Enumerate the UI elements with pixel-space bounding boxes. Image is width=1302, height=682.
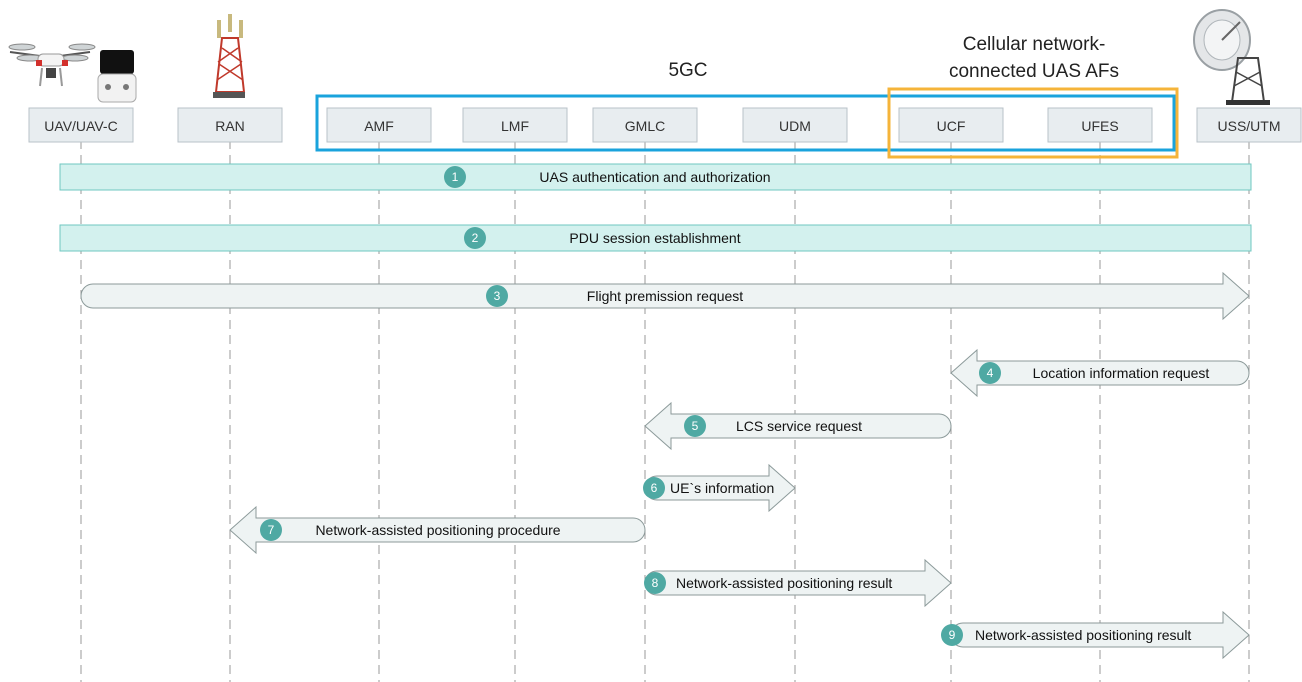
step-1: 1 UAS authentication and authorization	[59, 163, 1252, 191]
entity-ran: RAN	[177, 107, 283, 143]
entity-box-amf	[326, 107, 432, 143]
step-2: 2 PDU session establishment	[59, 224, 1252, 252]
entity-amf: AMF	[326, 107, 432, 143]
step-number-badge	[644, 572, 666, 594]
step-number-badge	[684, 415, 706, 437]
step-number: 1	[452, 170, 459, 184]
step-9: 9 Network-assisted positioning result	[941, 610, 1250, 660]
step-label: PDU session establishment	[569, 230, 740, 246]
entity-label-ran: RAN	[215, 118, 245, 134]
step-number: 4	[987, 366, 994, 380]
message-arrow-3	[80, 271, 1250, 321]
step-number-badge	[979, 362, 1001, 384]
entity-box-lmf	[462, 107, 568, 143]
step-number: 2	[472, 231, 479, 245]
step-number-badge	[941, 624, 963, 646]
step-label: Network-assisted positioning procedure	[315, 522, 560, 538]
entity-label-ufes: UFES	[1081, 118, 1118, 134]
step-number: 8	[652, 576, 659, 590]
entity-uss: USS/UTM	[1196, 107, 1302, 143]
step-label: Network-assisted positioning result	[975, 627, 1191, 643]
step-number: 3	[494, 289, 501, 303]
step-number-badge	[486, 285, 508, 307]
step-label: Network-assisted positioning result	[676, 575, 892, 591]
entity-label-amf: AMF	[364, 118, 394, 134]
entity-box-uav	[28, 107, 134, 143]
step-4: 4 Location information request	[950, 348, 1250, 398]
step-5: 5 LCS service request	[644, 401, 952, 451]
message-arrow-5	[644, 401, 952, 451]
entity-label-lmf: LMF	[501, 118, 529, 134]
step-number-badge	[643, 477, 665, 499]
step-label: UE`s information	[670, 480, 774, 496]
step-label: Location information request	[1033, 365, 1210, 381]
step-number: 5	[692, 419, 699, 433]
step-label: UAS authentication and authorization	[539, 169, 770, 185]
drone-icon	[8, 43, 137, 103]
entity-label-gmlc: GMLC	[625, 118, 665, 134]
entity-box-udm	[742, 107, 848, 143]
cell-tower-icon	[213, 14, 246, 98]
satellite-dish-icon	[1193, 9, 1270, 105]
entity-lmf: LMF	[462, 107, 568, 143]
step-number-badge	[464, 227, 486, 249]
entity-gmlc: GMLC	[592, 107, 698, 143]
entity-label-uss: USS/UTM	[1218, 118, 1281, 134]
entity-udm: UDM	[742, 107, 848, 143]
step-label: LCS service request	[736, 418, 862, 434]
entity-box-ufes	[1047, 107, 1153, 143]
core-network-frame	[315, 94, 1176, 152]
step-3: 3 Flight premission request	[80, 271, 1250, 321]
entity-box-uss	[1196, 107, 1302, 143]
message-arrow-4	[950, 348, 1250, 398]
uas-af-label-line2: connected UAS AFs	[949, 61, 1119, 82]
entity-box-ucf	[898, 107, 1004, 143]
entity-label-ucf: UCF	[937, 118, 966, 134]
step-number: 7	[268, 523, 275, 537]
entity-label-uav: UAV/UAV-C	[44, 118, 117, 134]
entity-ucf: UCF	[898, 107, 1004, 143]
step-number-badge	[260, 519, 282, 541]
entity-uav: UAV/UAV-C	[28, 107, 134, 143]
step-8: 8 Network-assisted positioning result	[644, 558, 952, 608]
uas-af-label-line1: Cellular network-	[963, 34, 1106, 55]
entity-label-udm: UDM	[779, 118, 811, 134]
entity-row: UAV/UAV-C RAN AMF LMF GMLC UDM UCF UFES USS/UTM	[28, 107, 1302, 143]
entity-box-gmlc	[592, 107, 698, 143]
uas-af-frame	[887, 87, 1179, 159]
entity-box-ran	[177, 107, 283, 143]
procedure-bar-2	[59, 224, 1252, 252]
step-number: 9	[949, 628, 956, 642]
entity-ufes: UFES	[1047, 107, 1153, 143]
step-7: 7 Network-assisted positioning procedure	[229, 505, 646, 555]
core-network-label: 5GC	[668, 60, 707, 81]
message-arrow-7	[229, 505, 646, 555]
step-label: Flight premission request	[587, 288, 744, 304]
step-number: 6	[651, 481, 658, 495]
step-number-badge	[444, 166, 466, 188]
step-6: 6 UE`s information	[643, 463, 796, 513]
procedure-bar-1	[59, 163, 1252, 191]
message-steps: 1 UAS authentication and authorization 2 PD…	[59, 163, 1252, 660]
